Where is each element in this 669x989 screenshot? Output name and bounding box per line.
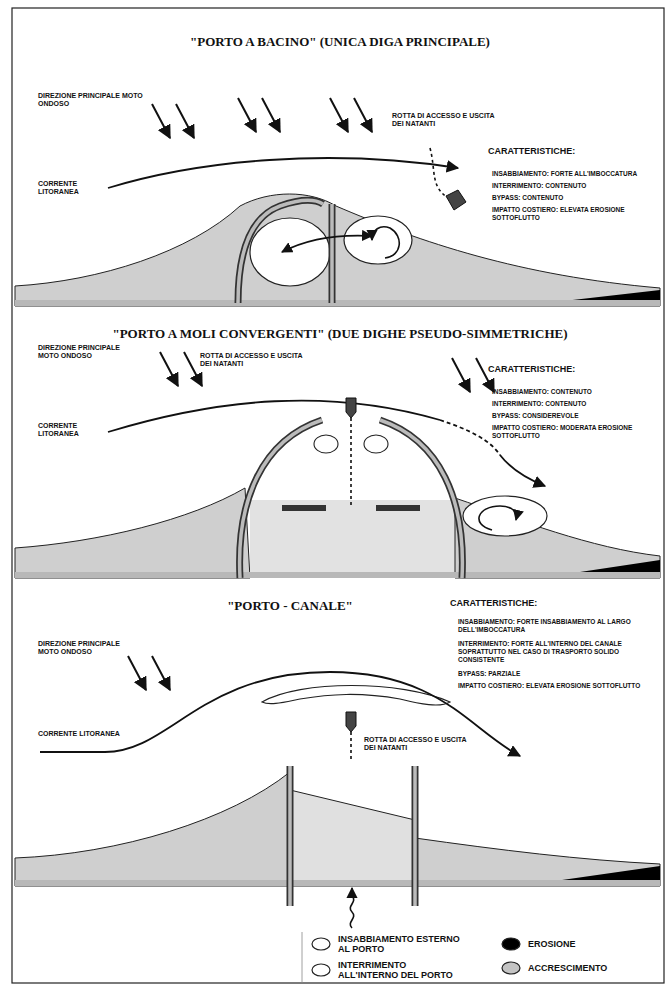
- features-heading: CARATTERISTICHE:: [488, 364, 598, 375]
- legend-swatch: [310, 962, 332, 978]
- legend-text: INSABBIAMENTO ESTERNO AL PORTO: [338, 934, 468, 955]
- legend-swatch: [310, 936, 332, 952]
- section-title: "PORTO A MOLI CONVERGENTI" (DUE DIGHE PS…: [40, 326, 640, 342]
- feature-line: IMPATTO COSTIERO: MODERATA EROSIONE SOTT…: [492, 424, 660, 440]
- wave-label: DIREZIONE PRINCIPALE MOTO ONDOSO: [38, 344, 138, 361]
- legend-text: ACCRESCIMENTO: [528, 963, 658, 973]
- route-label: ROTTA DI ACCESSO E USCITA DEI NATANTI: [364, 736, 474, 753]
- feature-line: BYPASS: PARZIALE: [458, 670, 658, 678]
- route-label: ROTTA DI ACCESSO E USCITA DEI NATANTI: [392, 112, 502, 129]
- legend-swatch-shape: [502, 962, 520, 974]
- legend-item: INTERRIMENTO ALL'INTERNO DEL PORTO: [310, 960, 468, 981]
- channel-port-figure: [15, 656, 660, 928]
- route-label: ROTTA DI ACCESSO E USCITA DEI NATANTI: [200, 352, 310, 369]
- frame: [12, 8, 664, 983]
- legend-swatch-shape: [312, 938, 330, 950]
- current-label: CORRENTE LITORANEA: [38, 180, 118, 197]
- features-heading: CARATTERISTICHE:: [450, 598, 560, 609]
- wave-label: DIREZIONE PRINCIPALE MOTO ONDOSO: [38, 92, 143, 109]
- features-heading: CARATTERISTICHE:: [488, 146, 598, 157]
- legend-swatch-shape: [312, 964, 330, 976]
- legend-item: INSABBIAMENTO ESTERNO AL PORTO: [310, 934, 468, 955]
- feature-line: IMPATTO COSTIERO: ELEVATA EROSIONE SOTTO…: [492, 206, 642, 222]
- converging-moles-figure: [15, 352, 660, 578]
- legend-item: EROSIONE: [500, 936, 658, 952]
- feature-line: INSABBIAMENTO: FORTE INSABBIAMENTO AL LA…: [458, 618, 658, 634]
- legend-swatch: [500, 960, 522, 976]
- current-label: CORRENTE LITORANEA: [38, 422, 118, 439]
- feature-line: INTERRIMENTO: FORTE ALL'INTERNO DEL CANA…: [458, 640, 658, 663]
- wave-label: DIREZIONE PRINCIPALE MOTO ONDOSO: [38, 640, 138, 657]
- legend-swatch-shape: [502, 938, 520, 950]
- feature-line: INSABBIAMENTO: CONTENUTO: [492, 388, 660, 396]
- legend-text: EROSIONE: [528, 939, 658, 949]
- feature-line: BYPASS: CONSIDEREVOLE: [492, 412, 660, 420]
- section-title: "PORTO A BACINO" (UNICA DIGA PRINCIPALE): [110, 34, 570, 50]
- feature-line: INTERRIMENTO: CONTENUTO: [492, 400, 660, 408]
- feature-line: INSABBIAMENTO: FORTE ALL'IMBOCCATURA: [492, 170, 660, 178]
- feature-line: IMPATTO COSTIERO: ELEVATA EROSIONE SOTTO…: [458, 682, 658, 690]
- legend-text: INTERRIMENTO ALL'INTERNO DEL PORTO: [338, 960, 468, 981]
- section-title: "PORTO - CANALE": [190, 598, 390, 614]
- frame-divider: [302, 932, 303, 983]
- legend-item: ACCRESCIMENTO: [500, 960, 658, 976]
- legend-swatch: [500, 936, 522, 952]
- current-label: CORRENTE LITORANEA: [38, 730, 128, 738]
- basin-port-figure: [15, 98, 660, 306]
- feature-line: BYPASS: CONTENUTO: [492, 194, 660, 202]
- feature-line: INTERRIMENTO: CONTENUTO: [492, 182, 660, 190]
